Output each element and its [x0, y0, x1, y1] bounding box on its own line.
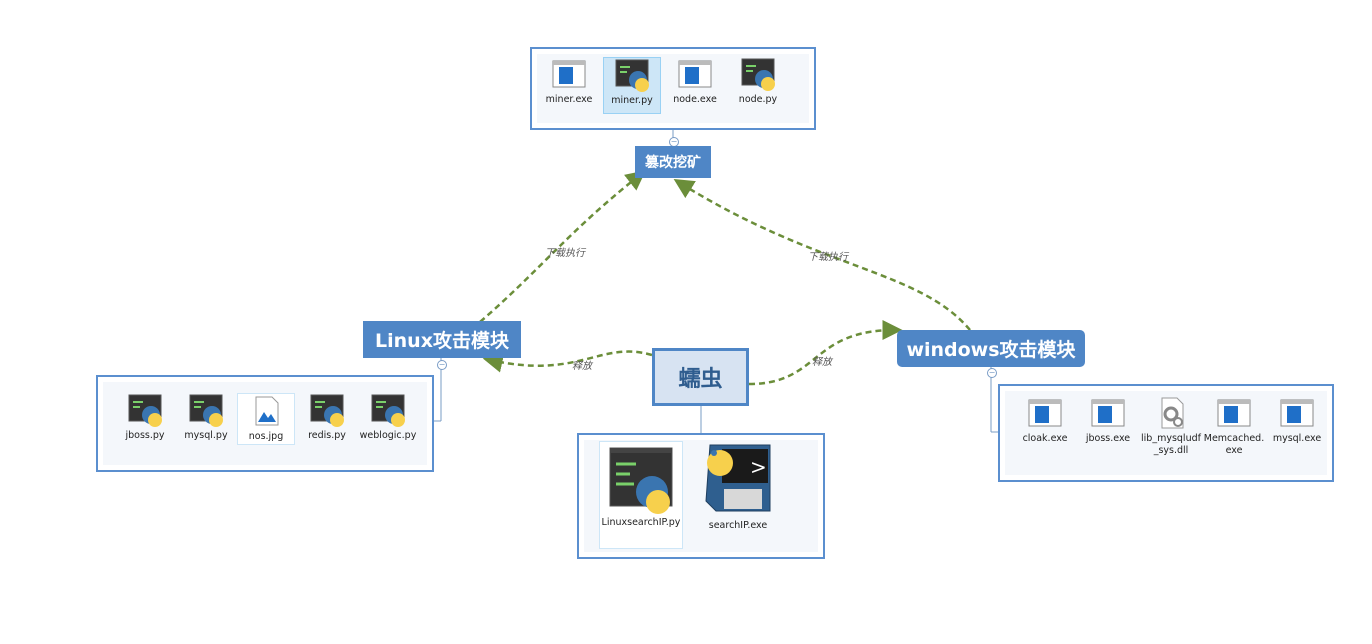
- python-terminal-icon: [606, 442, 676, 514]
- file-item[interactable]: mysql.py: [177, 393, 235, 461]
- edge-linux-to-miner: [479, 170, 646, 323]
- file-item[interactable]: redis.py: [298, 393, 356, 461]
- collapse-toggle-linux[interactable]: −: [437, 360, 447, 370]
- file-item[interactable]: miner.exe: [540, 57, 598, 114]
- exe-window-icon: [1090, 396, 1126, 430]
- exe-window-icon: [551, 57, 587, 91]
- python-terminal-icon: [740, 57, 776, 91]
- file-item[interactable]: nos.jpg: [237, 393, 295, 445]
- node-worm[interactable]: 蠕虫: [652, 348, 749, 406]
- file-item[interactable]: LinuxsearchIP.py: [599, 441, 683, 549]
- python-terminal-icon: [614, 58, 650, 92]
- exe-window-icon: [677, 57, 713, 91]
- image-icon: [248, 394, 284, 428]
- file-item[interactable]: miner.py: [603, 57, 661, 114]
- panel-miner-files: miner.exe miner.py node.exe node.py: [530, 47, 816, 130]
- edge-label-worm-linux: 释放: [572, 361, 592, 372]
- file-item[interactable]: > searchIP.exe: [693, 441, 783, 541]
- panel-windows-files: cloak.exe jboss.exe lib_mysqludf_sys.dll…: [998, 384, 1334, 482]
- edge-label-windows-miner: 下载执行: [808, 252, 848, 263]
- file-item[interactable]: node.py: [729, 57, 787, 114]
- python-launcher-icon: >: [700, 441, 776, 517]
- file-item[interactable]: lib_mysqludf_sys.dll: [1141, 396, 1201, 471]
- file-item[interactable]: weblogic.py: [359, 393, 417, 461]
- panel-worm-files: LinuxsearchIP.py > searchIP.exe: [577, 433, 825, 559]
- exe-window-icon: [1027, 396, 1063, 430]
- edge-windows-to-miner: [673, 179, 971, 331]
- file-item[interactable]: mysql.exe: [1268, 396, 1326, 471]
- file-item[interactable]: node.exe: [666, 57, 724, 114]
- edge-label-linux-miner: 下载执行: [545, 248, 585, 259]
- svg-text:>: >: [750, 455, 767, 479]
- edge-worm-to-linux: [482, 350, 653, 373]
- file-item[interactable]: jboss.py: [116, 393, 174, 461]
- python-terminal-icon: [370, 393, 406, 427]
- file-item[interactable]: Memcached.exe: [1204, 396, 1264, 471]
- edge-worm-to-windows: [748, 320, 903, 386]
- edge-label-worm-windows: 释放: [812, 357, 832, 368]
- node-linux-attack[interactable]: Linux攻击模块: [363, 321, 521, 358]
- node-windows-attack[interactable]: windows攻击模块: [897, 330, 1085, 367]
- python-terminal-icon: [309, 393, 345, 427]
- file-item[interactable]: jboss.exe: [1079, 396, 1137, 471]
- dll-gear-icon: [1153, 396, 1189, 430]
- exe-window-icon: [1216, 396, 1252, 430]
- node-miner-tamper[interactable]: 篡改挖矿: [635, 146, 711, 178]
- exe-window-icon: [1279, 396, 1315, 430]
- collapse-toggle-windows[interactable]: −: [987, 368, 997, 378]
- panel-linux-files: jboss.py mysql.py nos.jpg redis.py weblo…: [96, 375, 434, 472]
- python-terminal-icon: [188, 393, 224, 427]
- python-terminal-icon: [127, 393, 163, 427]
- file-item[interactable]: cloak.exe: [1016, 396, 1074, 471]
